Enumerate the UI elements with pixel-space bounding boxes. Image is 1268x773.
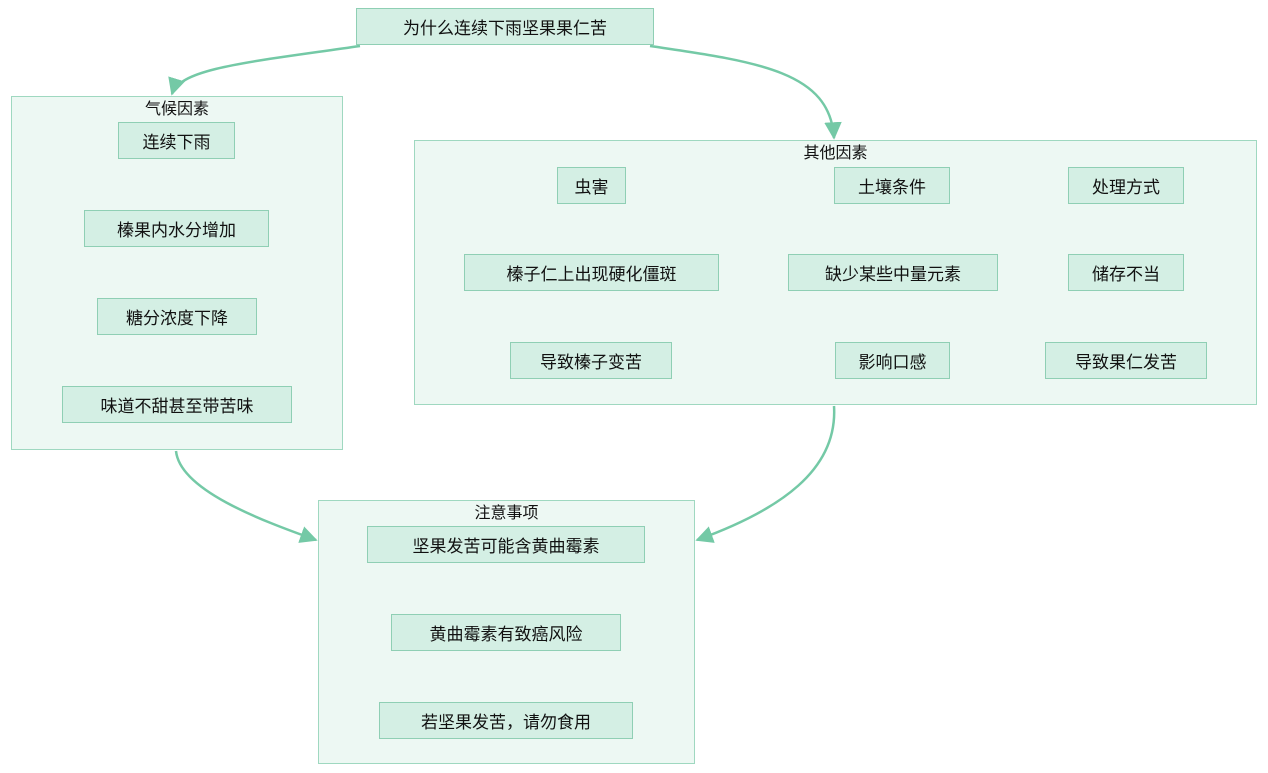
edge-climate-to-notes: [174, 450, 318, 543]
soil-step-3: 影响口感: [835, 342, 950, 379]
root-node: 为什么连续下雨坚果果仁苦: [356, 8, 654, 45]
notes-step-3: 若坚果发苦，请勿食用: [379, 702, 633, 739]
cluster-climate-title: 气候因素: [144, 99, 209, 118]
edge-root-to-climate: [168, 44, 361, 96]
climate-step-3: 糖分浓度下降: [97, 298, 257, 335]
edge-other-to-notes: [695, 405, 836, 543]
handling-step-2: 储存不当: [1068, 254, 1184, 291]
climate-step-4: 味道不甜甚至带苦味: [62, 386, 292, 423]
notes-step-1: 坚果发苦可能含黄曲霉素: [367, 526, 645, 563]
soil-step-1: 土壤条件: [834, 167, 950, 204]
cluster-notes-title: 注意事项: [474, 503, 539, 522]
notes-step-2: 黄曲霉素有致癌风险: [391, 614, 621, 651]
pest-step-2: 榛子仁上出现硬化僵斑: [464, 254, 719, 291]
climate-step-1: 连续下雨: [118, 122, 235, 159]
handling-step-1: 处理方式: [1068, 167, 1184, 204]
handling-step-3: 导致果仁发苦: [1045, 342, 1207, 379]
pest-step-1: 虫害: [557, 167, 626, 204]
soil-step-2: 缺少某些中量元素: [788, 254, 998, 291]
climate-step-2: 榛果内水分增加: [84, 210, 269, 247]
cluster-other-title: 其他因素: [803, 143, 868, 162]
pest-step-3: 导致榛子变苦: [510, 342, 672, 379]
edge-root-to-other: [649, 44, 842, 140]
